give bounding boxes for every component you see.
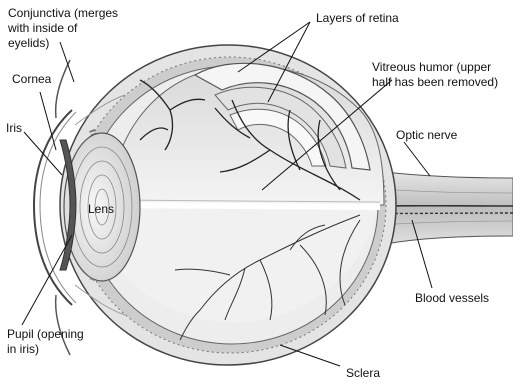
- label-conjunctiva: Conjunctiva (merges with inside of eyeli…: [8, 6, 118, 51]
- label-pupil: Pupil (opening in iris): [7, 327, 84, 357]
- label-blood-vessels: Blood vessels: [415, 291, 489, 306]
- conjunctiva-line-upper: [56, 60, 70, 118]
- label-cornea: Cornea: [12, 72, 51, 87]
- label-layers-of-retina: Layers of retina: [316, 11, 399, 26]
- label-iris: Iris: [6, 121, 22, 136]
- optic-nerve-shape: [385, 172, 513, 244]
- label-optic-nerve: Optic nerve: [396, 128, 457, 143]
- label-vitreous-humor: Vitreous humor (upper half has been remo…: [372, 60, 498, 90]
- label-lens: Lens: [88, 202, 114, 217]
- label-sclera: Sclera: [346, 366, 380, 381]
